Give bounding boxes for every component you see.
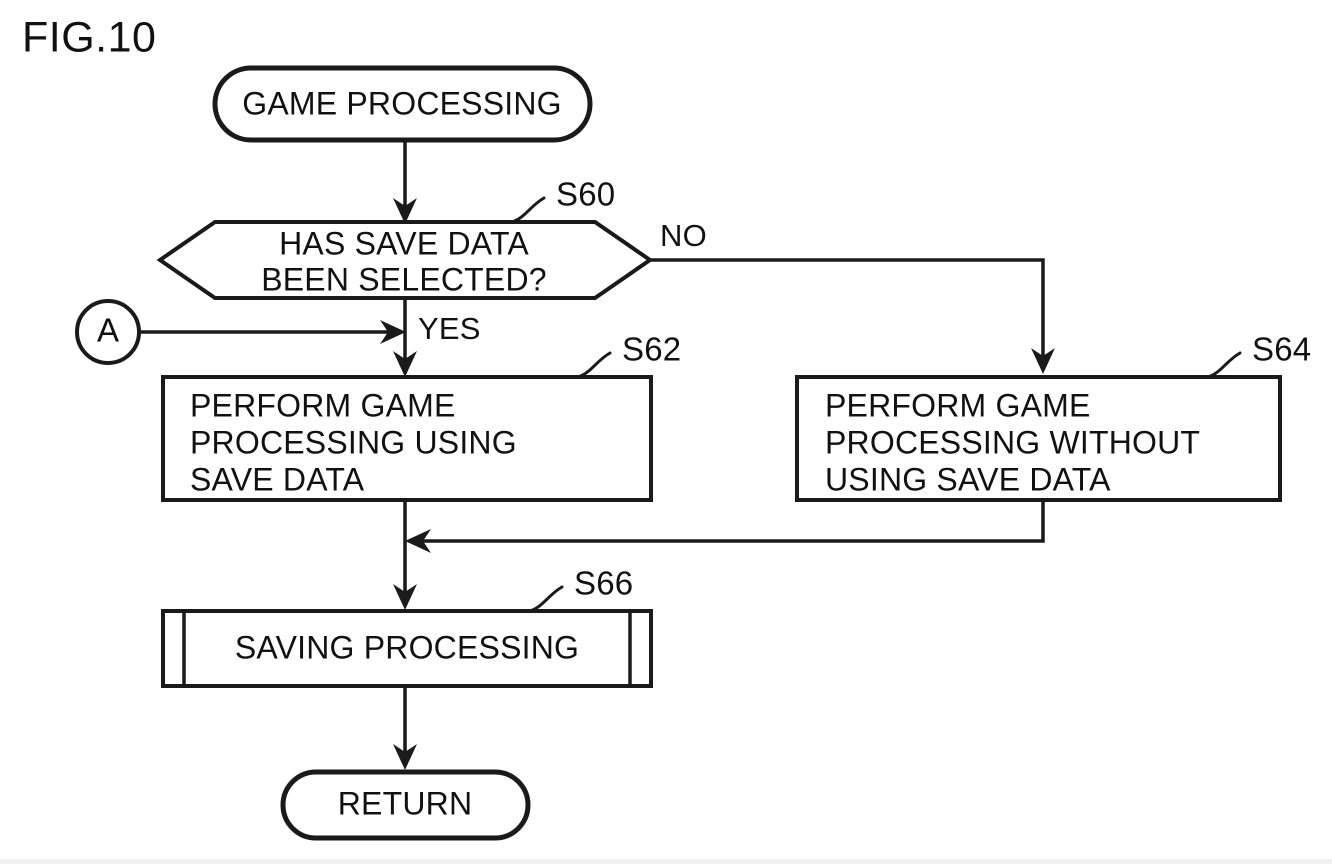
page-edge-strip bbox=[0, 859, 1332, 864]
decision-hexagon-shape bbox=[156, 220, 654, 300]
s60-step-label: S60 bbox=[556, 176, 615, 213]
node-end[interactable]: RETURN bbox=[280, 769, 531, 841]
edge-yes-branch: YES bbox=[393, 298, 481, 377]
callout-s62: S62 bbox=[576, 331, 681, 379]
end-terminator-shape bbox=[280, 769, 531, 841]
s64-label-line2: PROCESSING WITHOUT bbox=[825, 424, 1200, 460]
s64-lead-line bbox=[1206, 351, 1242, 379]
edge-s66-to-end bbox=[393, 686, 417, 770]
end-terminator-label: RETURN bbox=[338, 785, 473, 821]
node-process-s62[interactable]: PERFORM GAME PROCESSING USING SAVE DATA bbox=[161, 375, 653, 502]
start-terminator-shape bbox=[212, 65, 593, 143]
decision-label-line2: BEEN SELECTED? bbox=[261, 261, 547, 297]
arrow-down-icon bbox=[393, 744, 417, 770]
s64-process-shape bbox=[795, 375, 1282, 502]
branch-label-no: NO bbox=[660, 218, 707, 253]
s60-lead-line bbox=[510, 196, 546, 224]
edge-s64-to-merge bbox=[405, 500, 1045, 553]
arrow-down-icon bbox=[393, 351, 417, 377]
callout-s66: S66 bbox=[528, 565, 633, 613]
s64-step-label: S64 bbox=[1252, 331, 1311, 368]
edge-start-to-decision bbox=[393, 140, 417, 224]
node-process-s64[interactable]: PERFORM GAME PROCESSING WITHOUT USING SA… bbox=[795, 375, 1282, 502]
edge-s62-to-s66 bbox=[393, 500, 417, 610]
arrow-down-icon bbox=[393, 198, 417, 224]
node-subroutine-s66[interactable]: SAVING PROCESSING bbox=[161, 609, 653, 688]
s62-lead-line bbox=[576, 351, 612, 379]
s66-step-label: S66 bbox=[574, 565, 633, 602]
node-start[interactable]: GAME PROCESSING bbox=[212, 65, 593, 143]
s64-label-line1: PERFORM GAME bbox=[825, 387, 1091, 423]
node-decision-s60[interactable]: HAS SAVE DATA BEEN SELECTED? bbox=[156, 220, 654, 300]
s62-label-line3: SAVE DATA bbox=[190, 461, 365, 497]
callout-s64: S64 bbox=[1206, 331, 1311, 379]
decision-label-line1: HAS SAVE DATA bbox=[279, 225, 529, 261]
figure-label: FIG.10 bbox=[22, 13, 156, 61]
s64-label-line3: USING SAVE DATA bbox=[825, 461, 1111, 497]
edge-line bbox=[650, 258, 1045, 360]
s66-predefined-process-shape bbox=[161, 609, 653, 688]
start-terminator-label: GAME PROCESSING bbox=[242, 85, 562, 121]
arrow-down-icon bbox=[1031, 348, 1055, 374]
s62-step-label: S62 bbox=[622, 331, 681, 368]
branch-label-yes: YES bbox=[418, 311, 481, 346]
arrow-down-icon bbox=[393, 584, 417, 610]
edge-no-branch: NO bbox=[650, 218, 1055, 374]
edge-a-to-process-yes bbox=[139, 320, 406, 344]
arrow-left-icon bbox=[405, 529, 431, 553]
s66-lead-line bbox=[528, 585, 564, 613]
connector-a-label: A bbox=[97, 312, 119, 349]
callout-s60: S60 bbox=[510, 176, 615, 224]
edge-line bbox=[419, 500, 1045, 543]
s62-label-line1: PERFORM GAME bbox=[190, 387, 456, 423]
s62-process-shape bbox=[161, 375, 653, 502]
arrow-right-icon bbox=[380, 320, 406, 344]
node-connector-a[interactable]: A bbox=[75, 299, 141, 365]
s62-label-line2: PROCESSING USING bbox=[190, 424, 517, 460]
s66-label: SAVING PROCESSING bbox=[235, 629, 579, 665]
